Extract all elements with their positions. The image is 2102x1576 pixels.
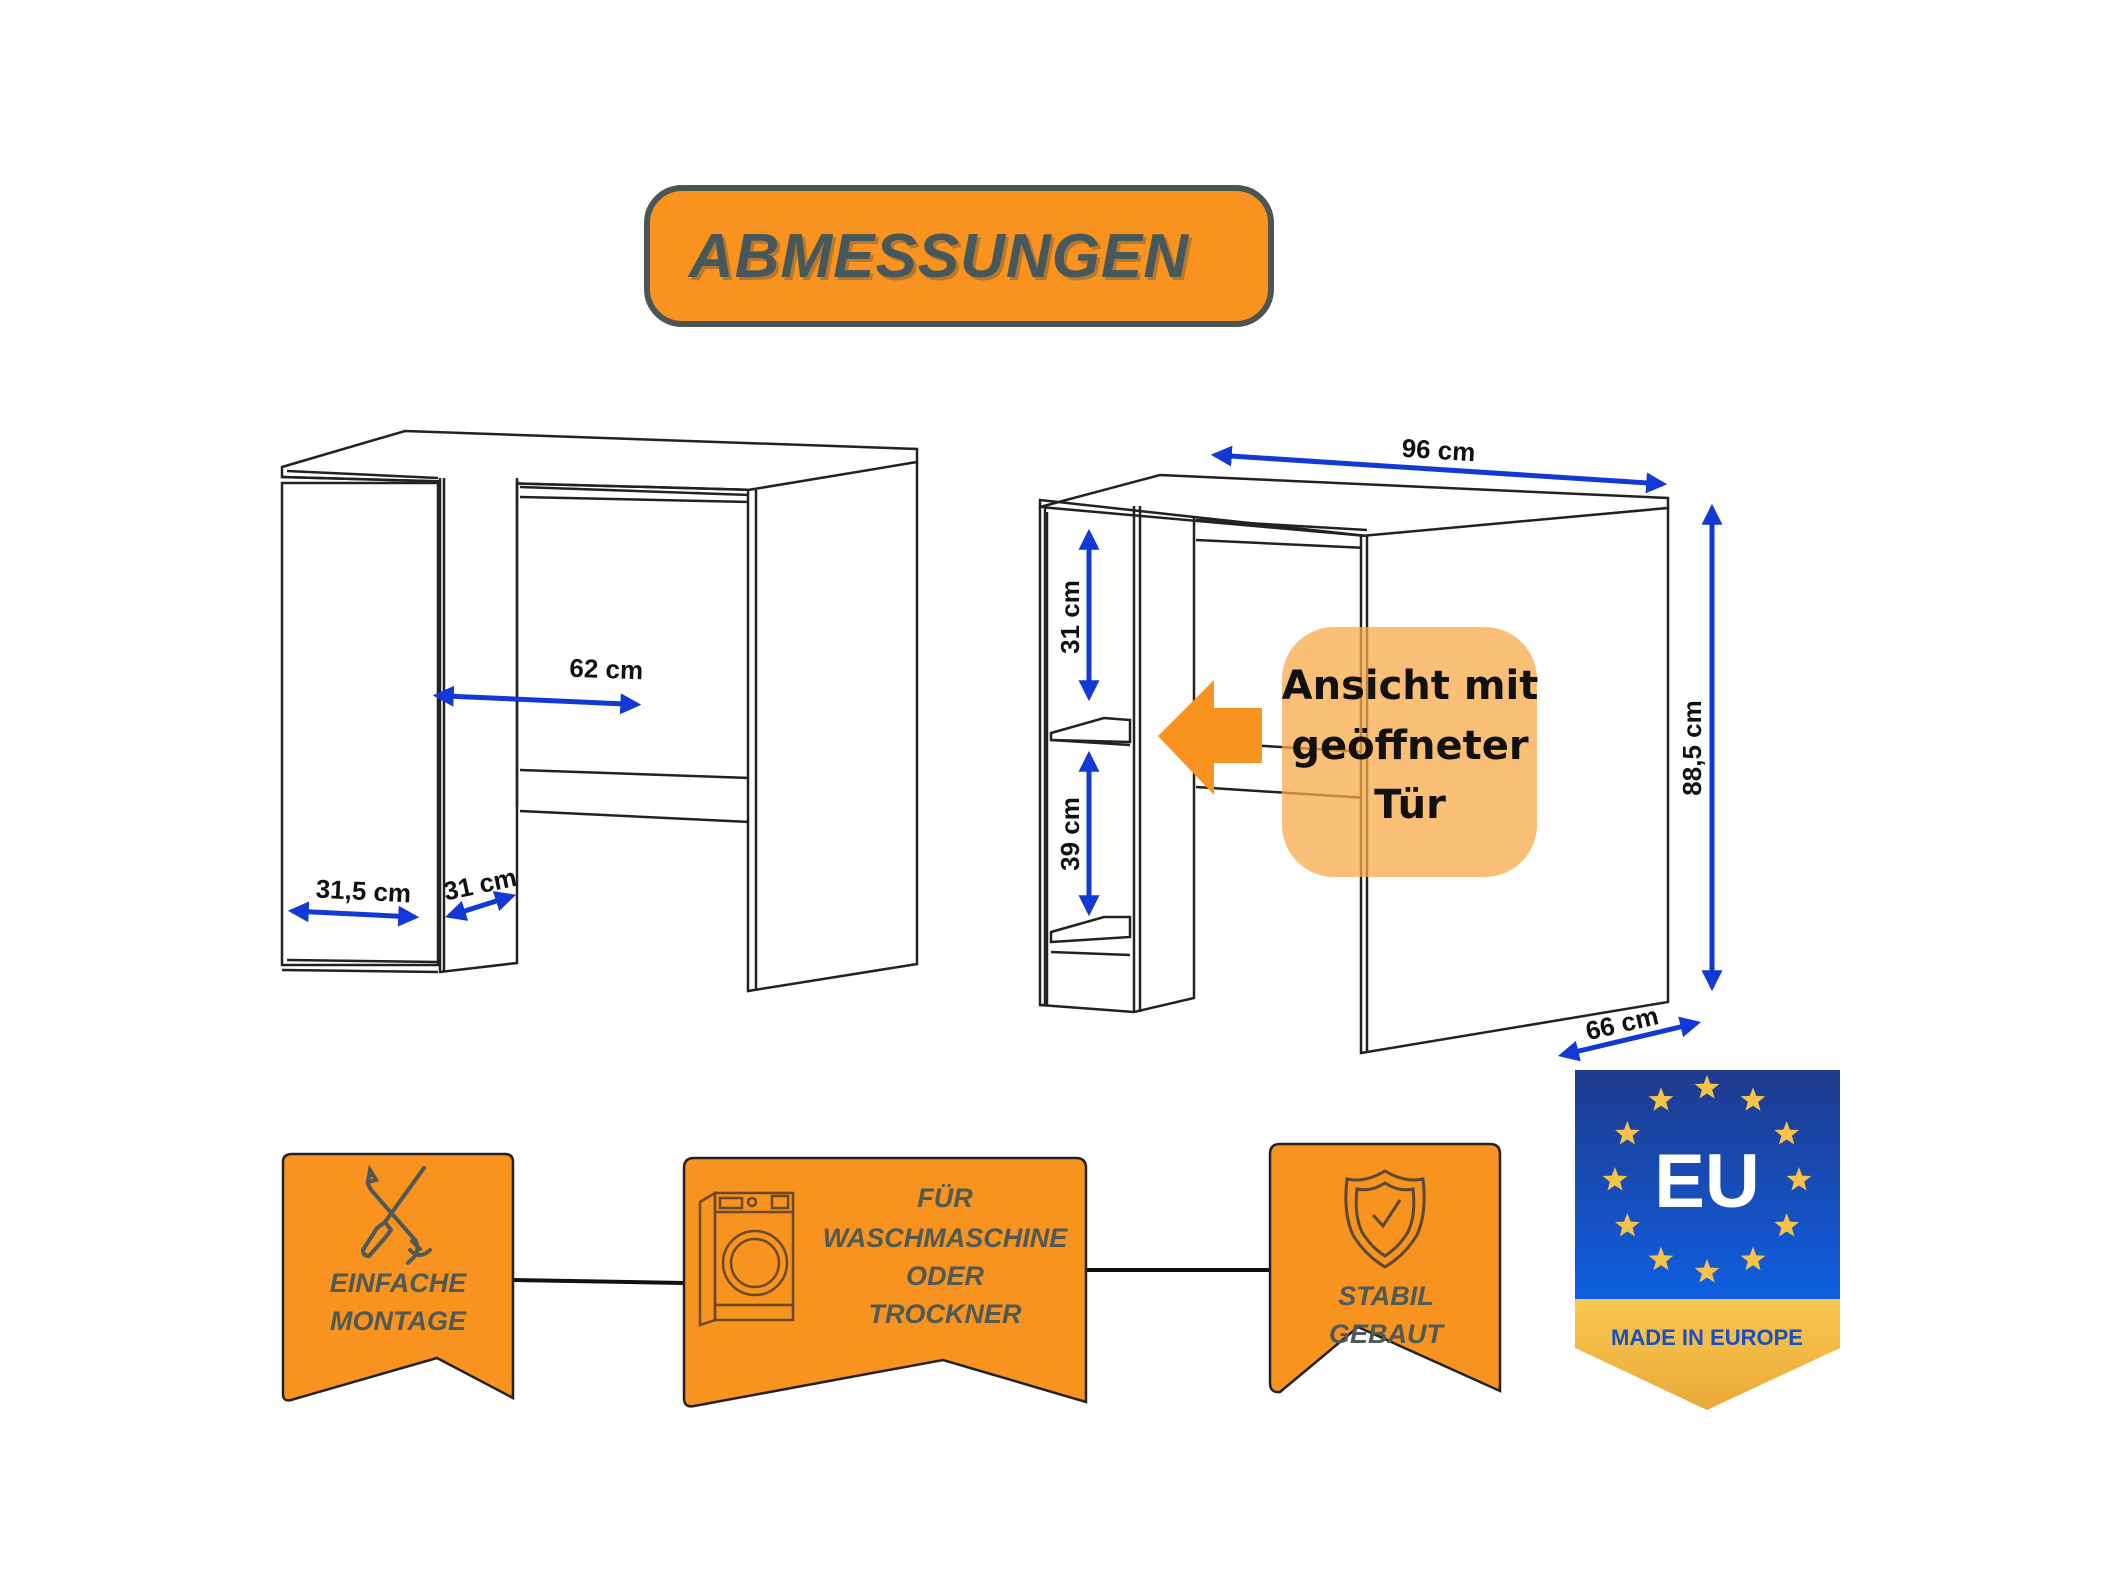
feature-label-line-3: ODER — [906, 1261, 985, 1291]
desk-side-panel — [746, 460, 919, 993]
eu-star-icon — [1774, 1213, 1799, 1237]
dim-label-31-5: 31,5 cm — [315, 874, 412, 909]
feature-label-line-1: STABIL — [1338, 1281, 1434, 1311]
feature-label-line-2: WASCHMASCHINE — [823, 1223, 1068, 1253]
dim-total-width: 96 cm — [1210, 433, 1668, 494]
made-in-europe-badge: EU MADE IN EUROPE — [1575, 1070, 1840, 1410]
eu-stars-icon — [1602, 1075, 1812, 1283]
eu-star-icon — [1694, 1259, 1720, 1283]
eu-star-icon — [1648, 1246, 1674, 1271]
washing-machine-icon — [698, 1190, 795, 1327]
dim-total-height: 88,5 cm — [1677, 503, 1723, 992]
eu-star-icon — [1648, 1087, 1674, 1111]
eu-star-icon — [1615, 1121, 1640, 1145]
feature-label-line-2: MONTAGE — [330, 1306, 467, 1336]
made-in-europe-caption: MADE IN EUROPE — [1611, 1325, 1803, 1350]
eu-star-icon — [1774, 1121, 1799, 1145]
feature-badge-stable: STABIL GEBAUT — [1268, 1142, 1502, 1394]
title-banner: ABMESSUNGEN — [644, 185, 1274, 327]
dim-knee-width: 62 cm — [432, 653, 644, 715]
dim-lower-shelf: 39 cm — [1055, 750, 1100, 917]
eu-star-icon — [1694, 1075, 1720, 1099]
callout-line-2: geöffneter — [1291, 723, 1529, 769]
feature-label-line-1: FÜR — [917, 1183, 973, 1213]
shield-check-icon — [1344, 1169, 1426, 1269]
dim-label-88-5: 88,5 cm — [1677, 700, 1707, 795]
eu-label: EU — [1654, 1139, 1760, 1224]
feature-label-line-4: TROCKNER — [869, 1299, 1022, 1329]
tools-icon — [360, 1164, 432, 1265]
feature-label-line-2: GEBAUT — [1329, 1319, 1446, 1349]
desk-closed-view — [280, 429, 919, 993]
desk-door — [280, 481, 440, 967]
dim-label-39: 39 cm — [1055, 797, 1085, 871]
dim-label-31-shelf: 31 cm — [1055, 580, 1085, 654]
dim-label-96: 96 cm — [1401, 433, 1476, 467]
eu-star-icon — [1602, 1167, 1628, 1191]
eu-star-icon — [1740, 1087, 1766, 1111]
page-title: ABMESSUNGEN — [688, 221, 1190, 291]
feature-badge-assembly: EINFACHE MONTAGE — [281, 1152, 515, 1402]
eu-star-icon — [1786, 1167, 1812, 1191]
connector-line — [512, 1278, 685, 1285]
dim-upper-shelf: 31 cm — [1055, 528, 1100, 702]
feature-label-line-1: EINFACHE — [330, 1268, 468, 1298]
open-door-callout: Ansicht mit geöffneter Tür — [1282, 627, 1539, 877]
dim-door-width: 31,5 cm — [287, 874, 420, 927]
callout-line-1: Ansicht mit — [1282, 663, 1539, 709]
arrow-left-icon — [1158, 680, 1262, 795]
eu-star-icon — [1740, 1246, 1766, 1271]
eu-star-icon — [1615, 1213, 1640, 1237]
dim-label-62: 62 cm — [569, 653, 644, 686]
callout-line-3: Tür — [1374, 782, 1446, 828]
feature-badge-washing-machine: FÜR WASCHMASCHINE ODER TROCKNER — [682, 1156, 1088, 1408]
